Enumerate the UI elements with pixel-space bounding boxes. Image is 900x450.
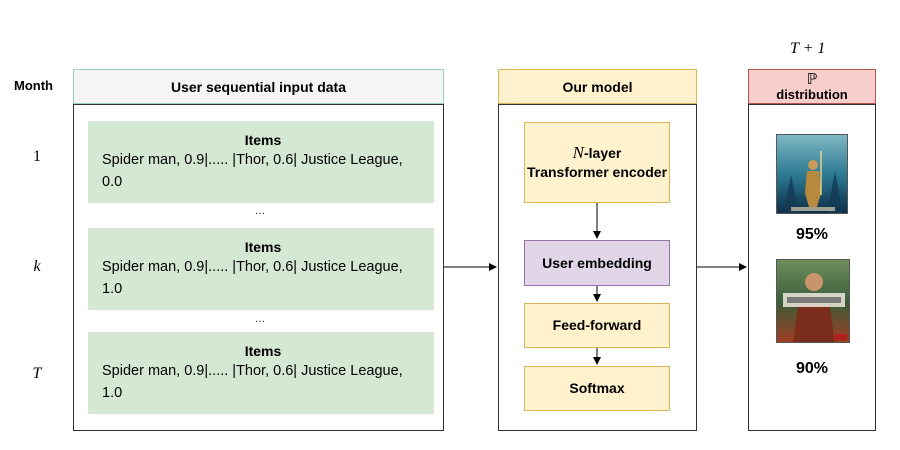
month-label-t: T [32,365,42,382]
month-label-1: 1 [33,148,41,165]
model-panel-title: Our model [562,78,633,95]
softmax-label: Softmax [569,380,625,396]
thor-ragnarok-poster-image [776,259,850,343]
input-panel-title: User sequential input data [170,78,347,95]
time-label: T + 1 [790,40,826,57]
item-box-month-1: Items Spider man, 0.9|..... |Thor, 0.6| … [88,121,434,203]
item-box-month-k: Items Spider man, 0.9|..... |Thor, 0.6| … [88,228,434,310]
probability-percent-1: 95% [795,226,829,243]
user-embedding-label: User embedding [542,254,652,271]
month-header: Month [14,78,53,93]
distribution-panel-header: ℙ distribution [748,69,876,104]
item-box-month-t: Items Spider man, 0.9|..... |Thor, 0.6| … [88,332,434,414]
item-box-title: Items [244,132,282,148]
user-embedding-box: User embedding [524,240,670,286]
transformer-layer-suffix: -layer [583,145,622,161]
probability-symbol: ℙ [806,70,818,88]
month-label-k: k [33,258,41,275]
model-panel-header: Our model [498,69,697,104]
feed-forward-box: Feed-forward [524,303,670,348]
item-box-title: Items [244,343,282,359]
feed-forward-label: Feed-forward [552,317,642,333]
distribution-panel-title: distribution [776,86,848,102]
probability-percent-2: 90% [795,360,829,377]
transformer-encoder-box: N-layer Transformer encoder [524,122,670,203]
item-box-text: Spider man, 0.9|..... |Thor, 0.6| Justic… [102,363,403,401]
ellipsis-2: ... [254,311,265,325]
ellipsis-1: ... [254,203,265,217]
transformer-encoder-label: Transformer encoder [526,164,668,180]
item-box-text: Spider man, 0.9|..... |Thor, 0.6| Justic… [102,259,403,297]
input-panel-header: User sequential input data [73,69,444,104]
aquaman-poster-image [776,134,848,214]
item-box-text: Spider man, 0.9|..... |Thor, 0.6| Justic… [102,152,403,190]
softmax-box: Softmax [524,366,670,411]
item-box-title: Items [244,239,282,255]
transformer-n-symbol: N [572,143,584,162]
